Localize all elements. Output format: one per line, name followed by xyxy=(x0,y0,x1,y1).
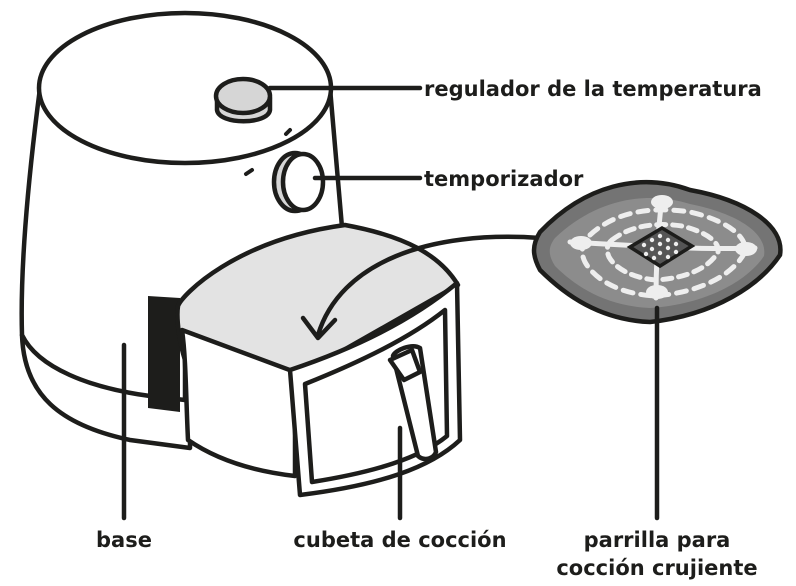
temperature-knob xyxy=(213,76,273,124)
crisp-plate-ring-outer xyxy=(579,207,748,299)
basket-slot xyxy=(148,296,180,412)
crisp-plate-ring-inner xyxy=(604,222,721,283)
air-fryer-illustration xyxy=(19,10,543,498)
crisp-plate-center-holes xyxy=(641,233,679,261)
insert-arrow-head xyxy=(300,315,338,341)
leader-lines xyxy=(121,85,660,521)
label-crisp-plate-line1: parrilla para xyxy=(584,528,731,552)
basket-handle-top xyxy=(387,347,423,383)
indicator-dot xyxy=(284,128,292,136)
crisp-plate-foot xyxy=(570,236,592,250)
crisp-plate-foot xyxy=(651,195,673,209)
crisp-plate xyxy=(531,179,783,325)
crisp-plate-foot xyxy=(646,285,668,299)
indicator-dot xyxy=(244,168,254,176)
label-basket: cubeta de cocción xyxy=(293,528,506,552)
crisp-plate-center xyxy=(626,225,696,269)
label-crisp-plate-line2: cocción crujiente xyxy=(556,556,757,580)
label-temp-regulator: regulador de la temperatura xyxy=(424,77,762,101)
insert-arrow xyxy=(315,234,543,338)
label-timer: temporizador xyxy=(424,167,584,191)
basket-side xyxy=(179,327,298,479)
timer-knob xyxy=(271,150,326,214)
label-base: base xyxy=(96,528,152,552)
crisp-plate-foot xyxy=(735,242,757,256)
